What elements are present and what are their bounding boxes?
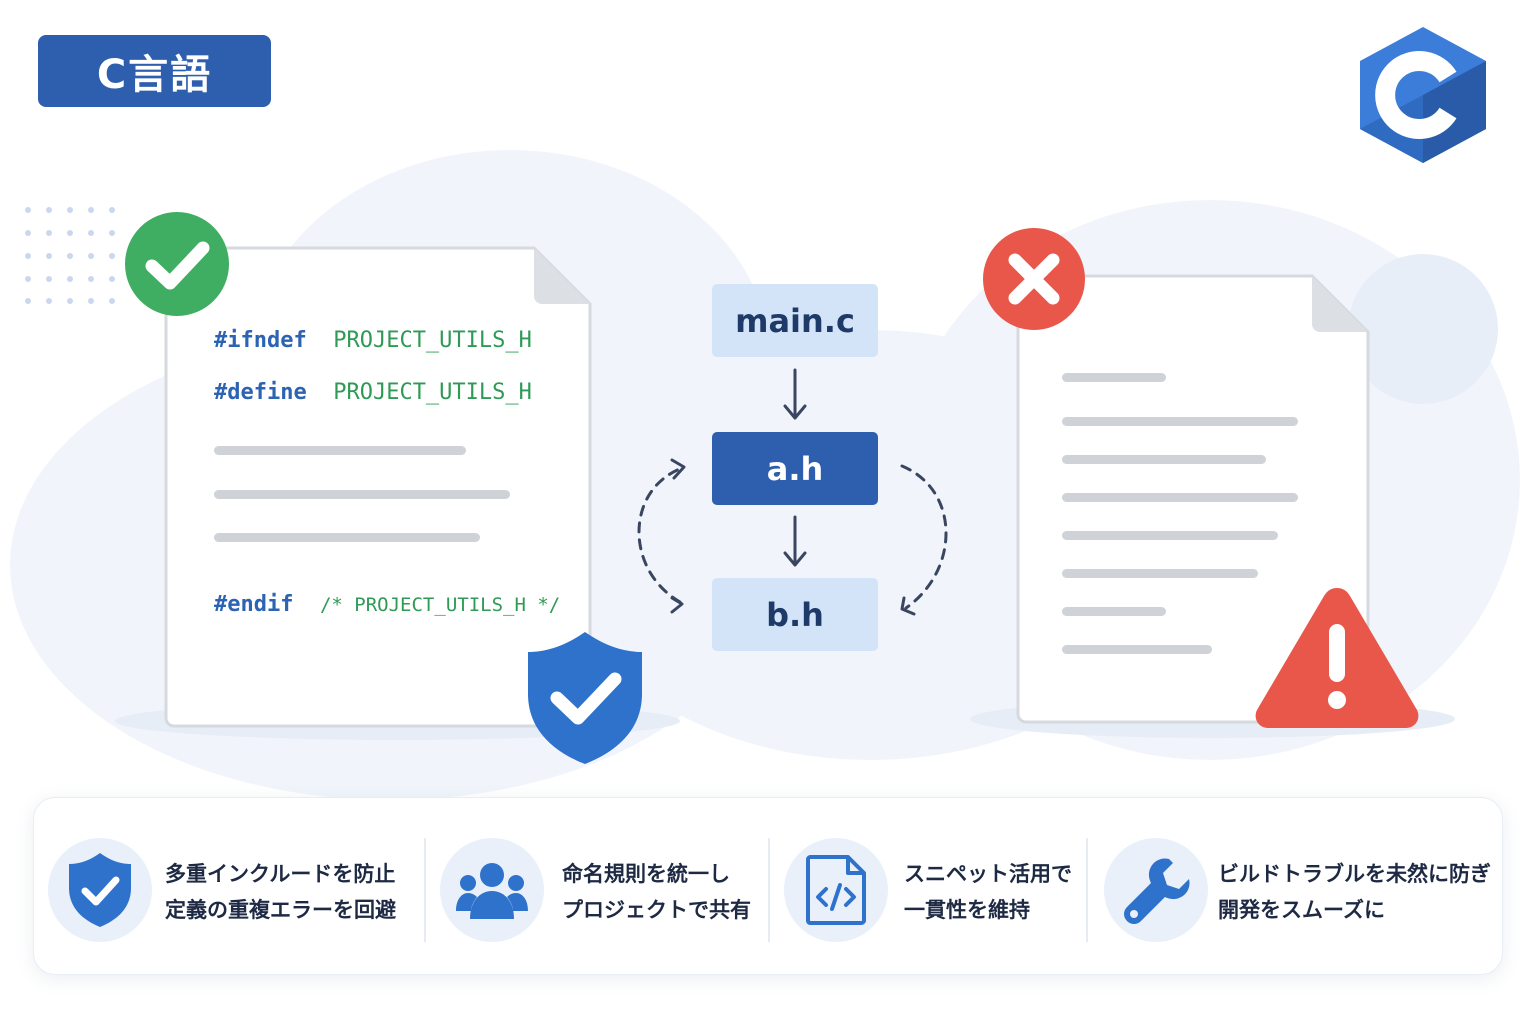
- flow-node-main-c: main.c: [712, 284, 878, 357]
- feature-line: 開発をスムーズに: [1218, 898, 1385, 922]
- green-check-icon: [125, 212, 229, 316]
- feature-item: スニペット活用で 一貫性を維持: [770, 798, 1086, 974]
- feature-divider: [424, 838, 426, 942]
- feature-line: ビルドトラブルを未然に防ぎ: [1218, 862, 1491, 886]
- dashed-cycle-arrow-left: [637, 466, 684, 604]
- placeholder-line: [1062, 493, 1298, 502]
- placeholder-line: [1062, 645, 1212, 654]
- feature-icon-circle: [784, 838, 888, 942]
- guarded-header-file: #ifndef PROJECT_UTILS_H #define PROJECT_…: [164, 246, 592, 728]
- feature-item: 命名規則を統一し プロジェクトで共有: [426, 798, 770, 974]
- feature-icon-circle: [440, 838, 544, 942]
- feature-divider: [1086, 838, 1088, 942]
- team-users-icon: [456, 863, 528, 919]
- feature-line: スニペット活用で: [904, 862, 1072, 886]
- feature-item: 多重インクルードを防止 定義の重複エラーを回避: [34, 798, 426, 974]
- feature-line: 命名規則を統一し: [562, 862, 730, 886]
- warning-triangle-icon: [1255, 588, 1419, 728]
- document-outline: [164, 246, 592, 728]
- flow-node-a-h: a.h: [712, 432, 878, 505]
- placeholder-line: [214, 490, 510, 499]
- placeholder-line: [1062, 417, 1298, 426]
- wrench-icon: [1124, 858, 1190, 924]
- dot-grid-decoration: [25, 207, 115, 304]
- code-keyword: #ifndef: [214, 328, 307, 353]
- placeholder-line: [1062, 373, 1166, 382]
- feature-divider: [768, 838, 770, 942]
- placeholder-line: [214, 446, 466, 455]
- code-file-icon: [806, 855, 866, 925]
- feature-icon-circle: [1104, 838, 1208, 942]
- code-line-define: #define PROJECT_UTILS_H: [214, 380, 532, 405]
- code-macro: PROJECT_UTILS_H: [333, 380, 532, 405]
- include-flow-arrows: [637, 368, 948, 616]
- feature-line: 多重インクルードを防止: [165, 862, 396, 886]
- placeholder-line: [214, 533, 480, 542]
- placeholder-line: [1062, 531, 1278, 540]
- code-line-endif: #endif /* PROJECT_UTILS_H */: [214, 592, 560, 617]
- code-line-ifndef: #ifndef PROJECT_UTILS_H: [214, 328, 532, 353]
- placeholder-line: [1062, 455, 1266, 464]
- feature-panel: 多重インクルードを防止 定義の重複エラーを回避 命名規則を統一し プロジェクトで…: [33, 797, 1503, 975]
- flow-node-b-h: b.h: [712, 578, 878, 651]
- c-language-logo-icon: [1360, 27, 1486, 163]
- feature-item: ビルドトラブルを未然に防ぎ 開発をスムーズに: [1088, 798, 1502, 974]
- feature-line: プロジェクトで共有: [562, 898, 751, 922]
- code-comment: /* PROJECT_UTILS_H */: [319, 594, 561, 616]
- shield-check-icon: [528, 632, 642, 764]
- code-macro: PROJECT_UTILS_H: [333, 328, 532, 353]
- dashed-cycle-arrow-right: [900, 464, 948, 610]
- feature-line: 一貫性を維持: [904, 898, 1030, 922]
- feature-text: 多重インクルードを防止 定義の重複エラーを回避: [165, 856, 396, 928]
- feature-line: 定義の重複エラーを回避: [165, 898, 396, 922]
- shield-check-icon: [69, 853, 131, 927]
- page-title: C言語: [38, 35, 271, 107]
- feature-text: 命名規則を統一し プロジェクトで共有: [562, 856, 751, 928]
- background-circle: [1348, 254, 1498, 404]
- feature-text: スニペット活用で 一貫性を維持: [904, 856, 1072, 928]
- code-keyword: #endif: [214, 592, 294, 617]
- placeholder-line: [1062, 607, 1166, 616]
- red-x-icon: [983, 228, 1085, 330]
- code-keyword: #define: [214, 380, 307, 405]
- feature-icon-circle: [48, 838, 152, 942]
- feature-text: ビルドトラブルを未然に防ぎ 開発をスムーズに: [1218, 856, 1491, 928]
- placeholder-line: [1062, 569, 1258, 578]
